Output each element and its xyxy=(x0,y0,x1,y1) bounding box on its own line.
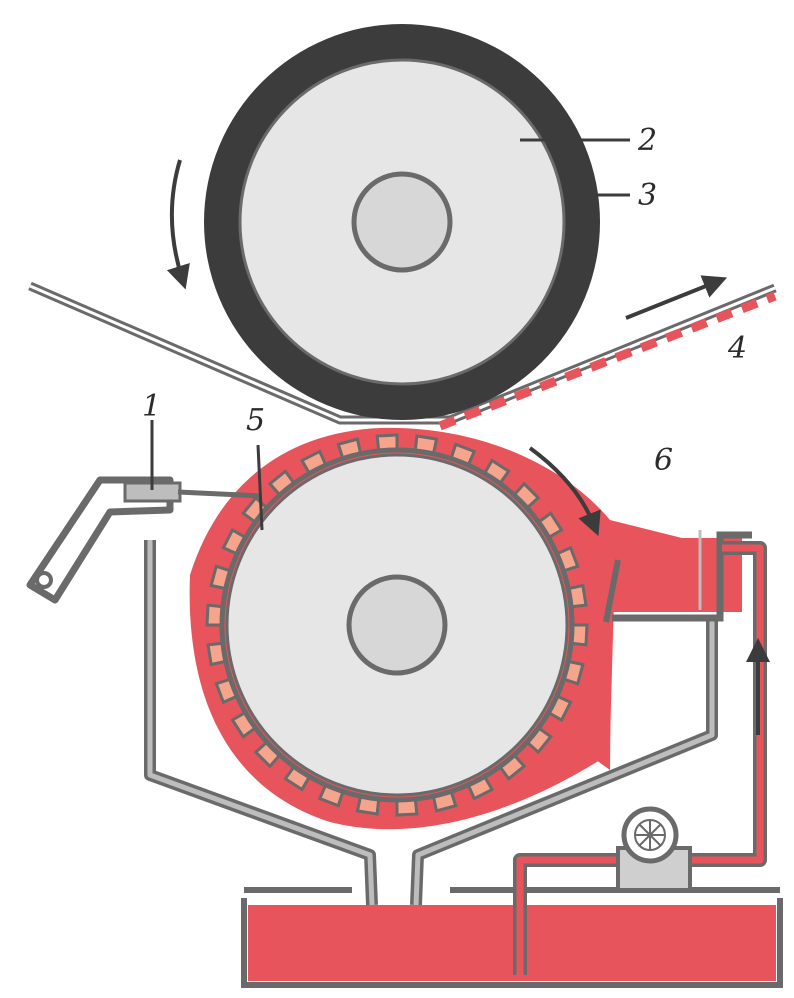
leader-lines xyxy=(150,138,630,531)
printed-ink-marks xyxy=(438,291,777,431)
label-6: 6 xyxy=(654,443,673,478)
label-1: 1 xyxy=(142,389,161,424)
labels: 1 2 3 4 5 6 xyxy=(142,123,747,478)
label-3: 3 xyxy=(638,178,657,213)
label-2: 2 xyxy=(637,123,657,158)
ink-pan xyxy=(603,530,752,623)
rotation-arrow-icon xyxy=(528,446,601,537)
engraved-cylinder xyxy=(205,433,589,817)
doctor-blade xyxy=(26,476,263,604)
motion-arrows xyxy=(166,159,770,735)
impression-roller xyxy=(204,24,600,420)
ink-supply-pipe xyxy=(513,541,767,975)
ink-trough xyxy=(241,887,783,988)
rotation-arrow-icon xyxy=(166,159,190,290)
trough-walls xyxy=(241,898,783,988)
cylinder-shaft xyxy=(346,574,448,676)
label-5: 5 xyxy=(246,403,265,438)
roller-shaft xyxy=(351,171,453,273)
paper-web xyxy=(28,281,777,431)
feed-arrow-icon xyxy=(625,275,728,320)
label-4: 4 xyxy=(727,331,747,366)
trough-ink xyxy=(248,905,776,981)
motor-fan-icon xyxy=(616,806,692,892)
